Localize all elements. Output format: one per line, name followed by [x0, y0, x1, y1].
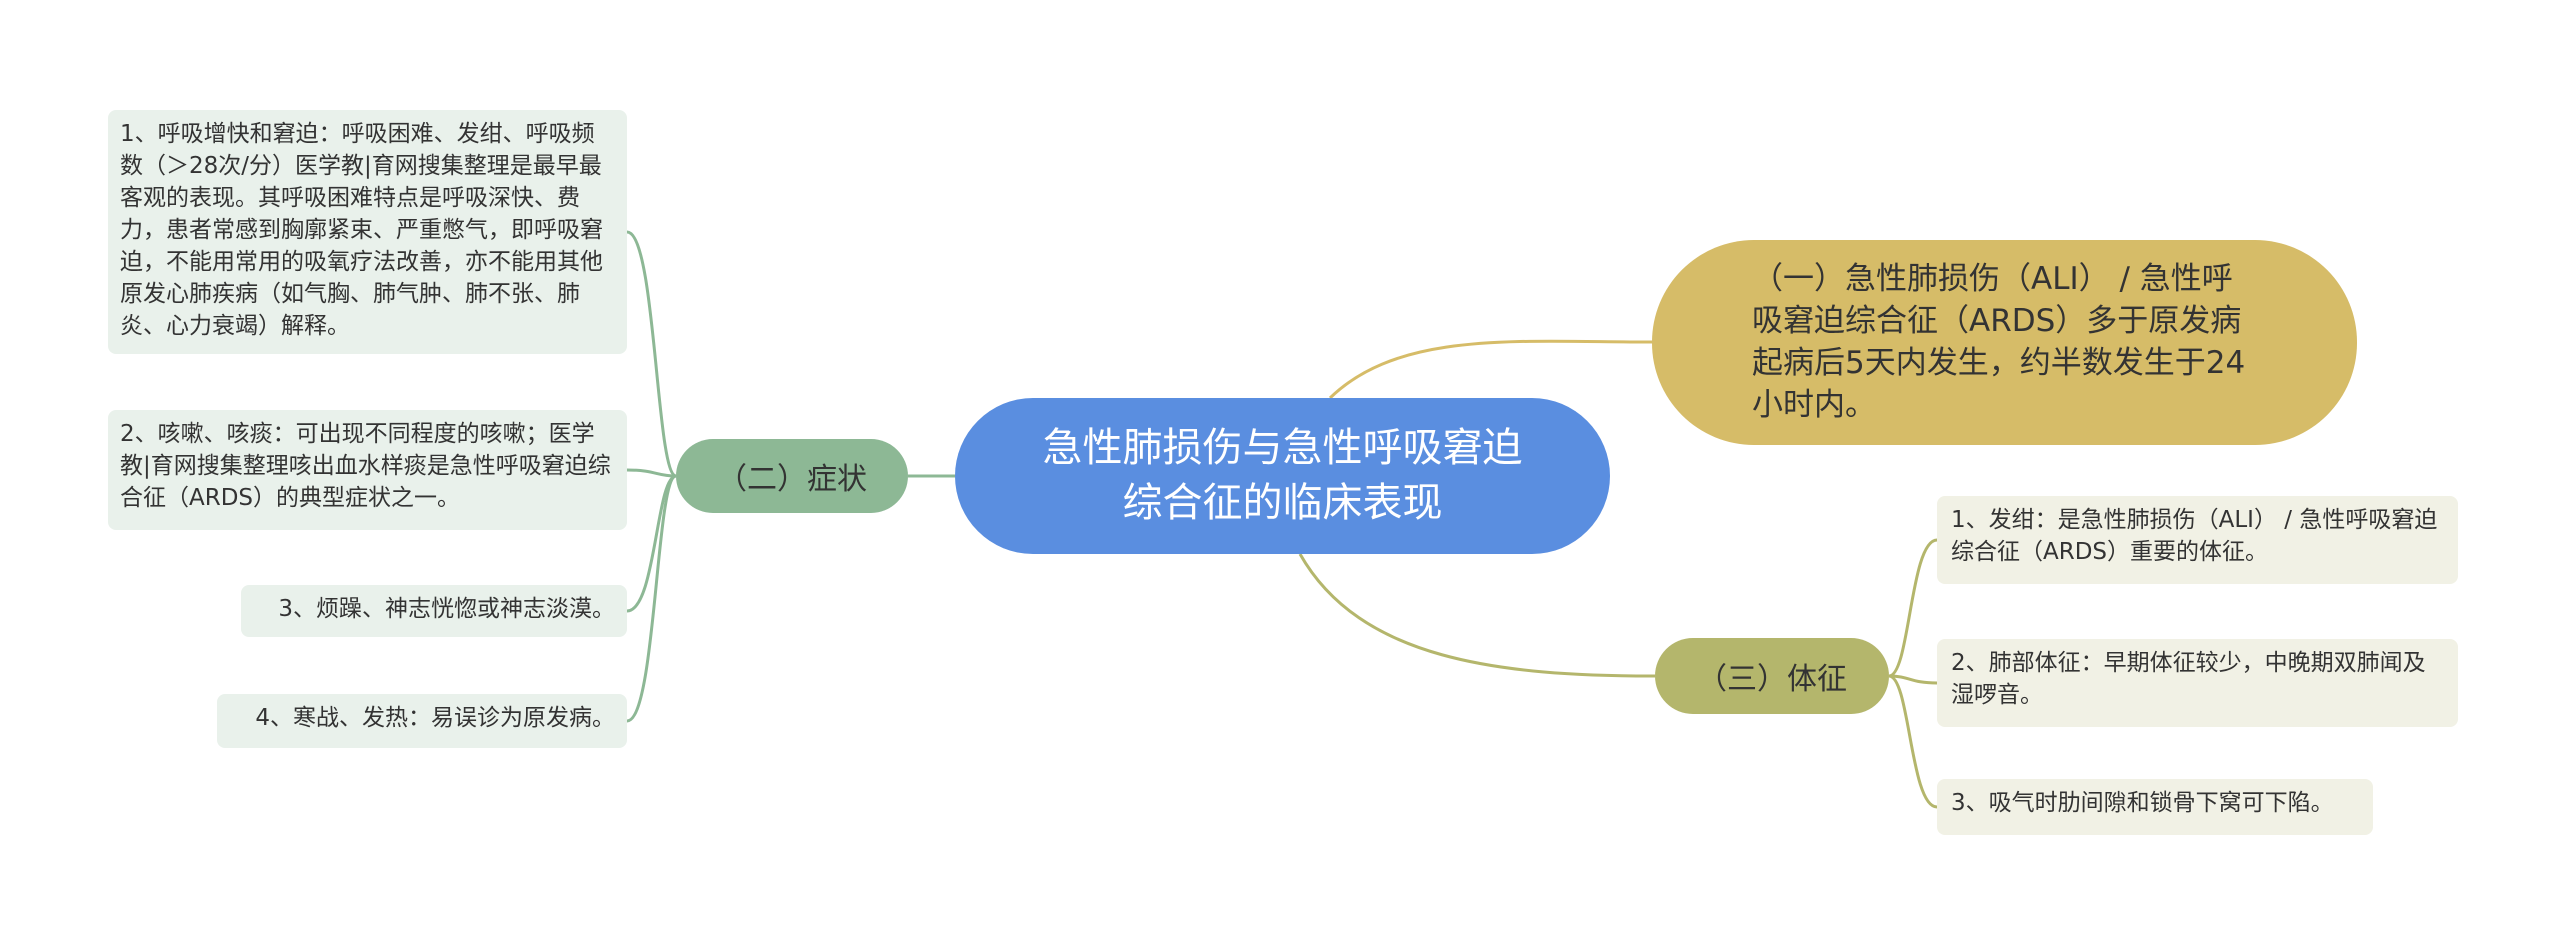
symptom-item-3-text: 3、烦躁、神志恍惚或神志淡漠。	[278, 596, 615, 622]
symptom-item-2[interactable]: 2、咳嗽、咳痰：可出现不同程度的咳嗽；医学教|育网搜集整理咳出血水样痰是急性呼吸…	[108, 410, 627, 530]
connector-signs-2	[1888, 674, 1938, 685]
symptom-item-4[interactable]: 4、寒战、发热：易误诊为原发病。	[217, 694, 627, 748]
connector-central-overview	[1328, 339, 1653, 400]
branch-signs-label: （三）体征	[1697, 662, 1847, 697]
branch-symptoms[interactable]: （二）症状	[676, 439, 908, 513]
symptom-item-4-text: 4、寒战、发热：易误诊为原发病。	[255, 705, 615, 731]
sign-item-2-text: 2、肺部体征：早期体征较少，中晚期双肺闻及湿啰音。	[1951, 650, 2426, 708]
sign-item-3-text: 3、吸气时肋间隙和锁骨下窝可下陷。	[1951, 790, 2334, 816]
connector-signs-1	[1888, 538, 1938, 678]
connector-central-signs	[1298, 553, 1656, 678]
sign-item-2[interactable]: 2、肺部体征：早期体征较少，中晚期双肺闻及湿啰音。	[1937, 639, 2458, 727]
sign-item-1-text: 1、发绀：是急性肺损伤（ALI） / 急性呼吸窘迫综合征（ARDS）重要的体征。	[1951, 507, 2438, 565]
symptom-item-1[interactable]: 1、呼吸增快和窘迫：呼吸困难、发绀、呼吸频数（＞28次/分）医学教|育网搜集整理…	[108, 110, 627, 354]
sign-item-1[interactable]: 1、发绀：是急性肺损伤（ALI） / 急性呼吸窘迫综合征（ARDS）重要的体征。	[1937, 496, 2458, 584]
symptom-item-1-text: 1、呼吸增快和窘迫：呼吸困难、发绀、呼吸频数（＞28次/分）医学教|育网搜集整理…	[120, 121, 603, 339]
symptom-item-2-text: 2、咳嗽、咳痰：可出现不同程度的咳嗽；医学教|育网搜集整理咳出血水样痰是急性呼吸…	[120, 421, 611, 511]
central-topic-label: 急性肺损伤与急性呼吸窘迫综合征的临床表现	[1042, 425, 1523, 526]
symptom-item-3[interactable]: 3、烦躁、神志恍惚或神志淡漠。	[241, 585, 627, 637]
connector-symptoms-3	[626, 474, 677, 613]
sign-item-3[interactable]: 3、吸气时肋间隙和锁骨下窝可下陷。	[1937, 779, 2373, 835]
branch-symptoms-label: （二）症状	[717, 462, 867, 497]
connector-symptoms-4	[626, 474, 677, 723]
branch-overview[interactable]: （一）急性肺损伤（ALI） / 急性呼吸窘迫综合征（ARDS）多于原发病起病后5…	[1652, 240, 2357, 445]
connector-symptoms-2	[626, 468, 677, 478]
branch-overview-label: （一）急性肺损伤（ALI） / 急性呼吸窘迫综合征（ARDS）多于原发病起病后5…	[1752, 261, 2246, 423]
connector-signs-3	[1888, 674, 1938, 809]
connector-symptoms-1	[626, 230, 677, 478]
branch-signs[interactable]: （三）体征	[1655, 638, 1889, 714]
central-topic[interactable]: 急性肺损伤与急性呼吸窘迫综合征的临床表现	[955, 398, 1610, 554]
